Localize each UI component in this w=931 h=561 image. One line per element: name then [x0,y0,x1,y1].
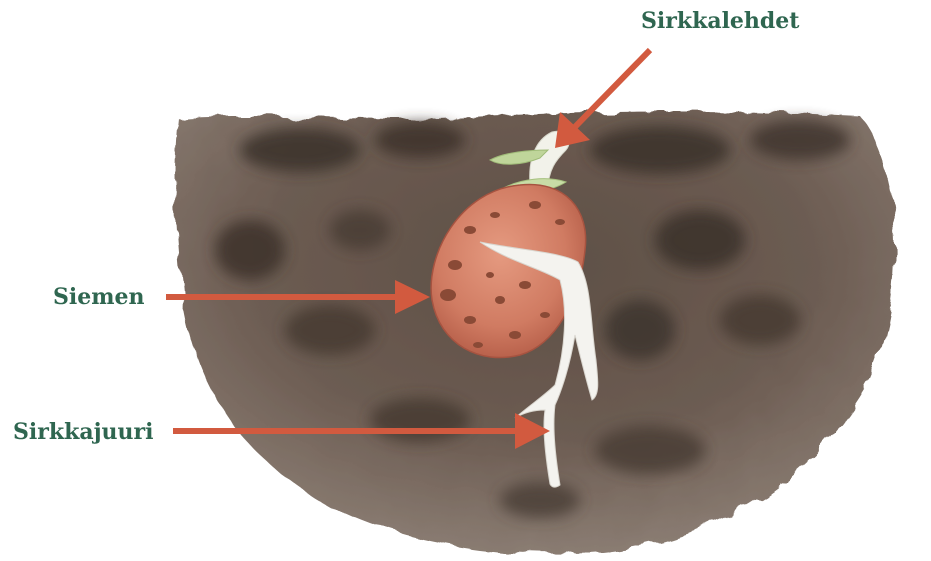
label-cotyledons: Sirkkalehdet [641,10,799,32]
label-radicle: Sirkkajuuri [13,421,153,443]
label-seed: Siemen [53,286,145,308]
